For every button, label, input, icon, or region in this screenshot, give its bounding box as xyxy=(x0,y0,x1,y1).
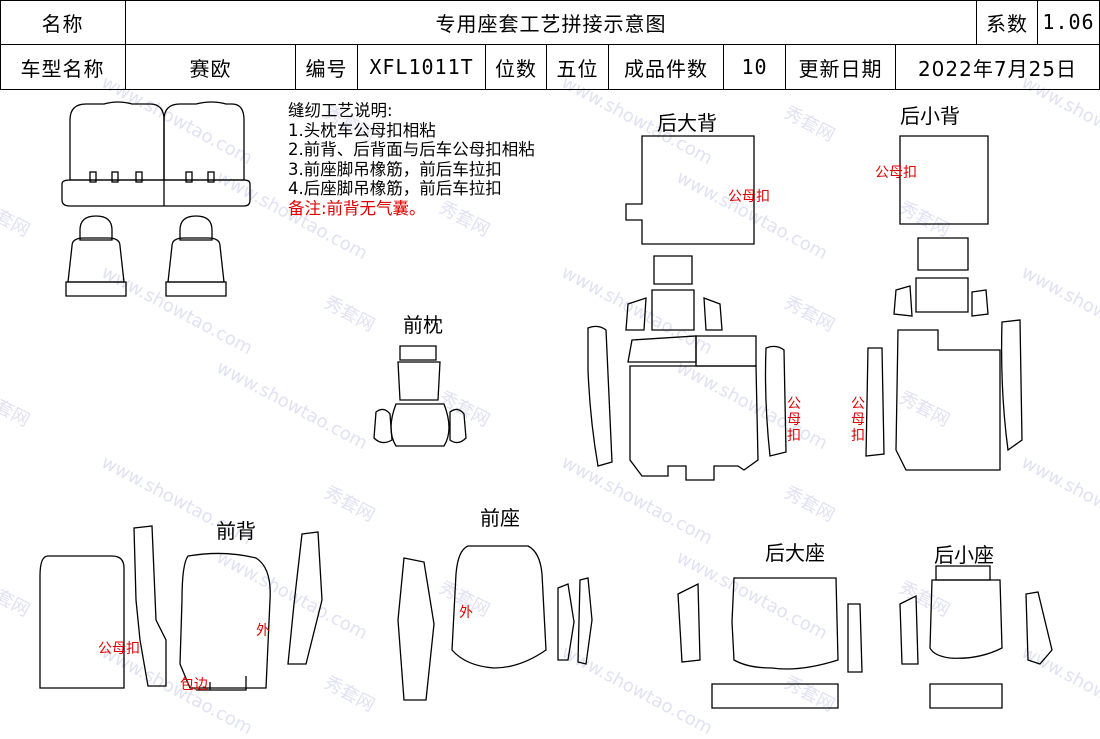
pieces-label: 成品件数 xyxy=(609,45,724,90)
front-seats-preview xyxy=(65,215,227,297)
notes-item-3: 3.前座脚吊橡筋，前后车拉扣 xyxy=(288,159,502,179)
label-edge-front-back: 包边 xyxy=(180,677,208,693)
front-seat-pieces xyxy=(397,545,593,701)
label-snap-rear-big-side: 公母扣 xyxy=(787,396,801,444)
notes-item-1: 1.头枕车公母扣相粘 xyxy=(288,120,436,140)
notes-title: 缝纫工艺说明: xyxy=(288,101,393,120)
title-rear-big-back: 后大背 xyxy=(657,111,717,135)
seats-value: 五位 xyxy=(547,45,609,90)
coef-label: 系数 xyxy=(977,0,1038,45)
notes-item-2: 2.前背、后背面与后车公母扣相粘 xyxy=(288,140,535,159)
document-title: 专用座套工艺拼接示意图 xyxy=(126,0,977,45)
front-back-pieces xyxy=(39,525,323,691)
name-label: 名称 xyxy=(0,0,126,45)
title-front-pillow: 前枕 xyxy=(403,313,443,337)
update-value: 2022年7月25日 xyxy=(896,45,1100,90)
rear-small-seat-pieces xyxy=(899,565,1053,709)
label-outer-front-back: 外 xyxy=(256,623,270,639)
title-rear-small-seat: 后小座 xyxy=(934,543,994,567)
update-label: 更新日期 xyxy=(786,45,896,90)
rear-big-seat-pieces xyxy=(677,577,863,709)
label-snap-rear-small-back: 公母扣 xyxy=(875,165,917,181)
rear-small-back-pieces xyxy=(865,135,1023,471)
label-outer-front-seat: 外 xyxy=(459,605,473,621)
notes-item-4: 4.后座脚吊橡筋，前后车拉扣 xyxy=(288,179,502,198)
title-rear-small-back: 后小背 xyxy=(900,104,960,128)
title-front-seat: 前座 xyxy=(480,506,520,530)
rear-bench-preview xyxy=(61,101,251,207)
model-label: 车型名称 xyxy=(0,45,126,90)
label-snap-front-back: 公母扣 xyxy=(98,641,140,657)
title-rear-big-seat: 后大座 xyxy=(765,541,825,565)
header-table: 名称 专用座套工艺拼接示意图 系数 1.06 车型名称 赛欧 编号 XFL101… xyxy=(0,0,1100,90)
rear-big-back-pieces xyxy=(587,135,787,481)
model-value: 赛欧 xyxy=(126,45,296,90)
pieces-value: 10 xyxy=(724,45,786,90)
label-snap-rear-small-side: 公母扣 xyxy=(851,396,865,444)
code-label: 编号 xyxy=(296,45,358,90)
seats-label: 位数 xyxy=(486,45,547,90)
notes-remark: 备注:前背无气囊。 xyxy=(288,198,426,218)
label-snap-rear-big-back: 公母扣 xyxy=(728,189,770,205)
title-front-back: 前背 xyxy=(216,519,256,543)
coef-value: 1.06 xyxy=(1038,0,1100,45)
front-pillow-pieces xyxy=(373,345,467,447)
sewing-notes: 缝纫工艺说明: 1.头枕车公母扣相粘 2.前背、后背面与后车公母扣相粘 3.前座… xyxy=(288,101,535,218)
code-value: XFL1011T xyxy=(358,45,486,90)
